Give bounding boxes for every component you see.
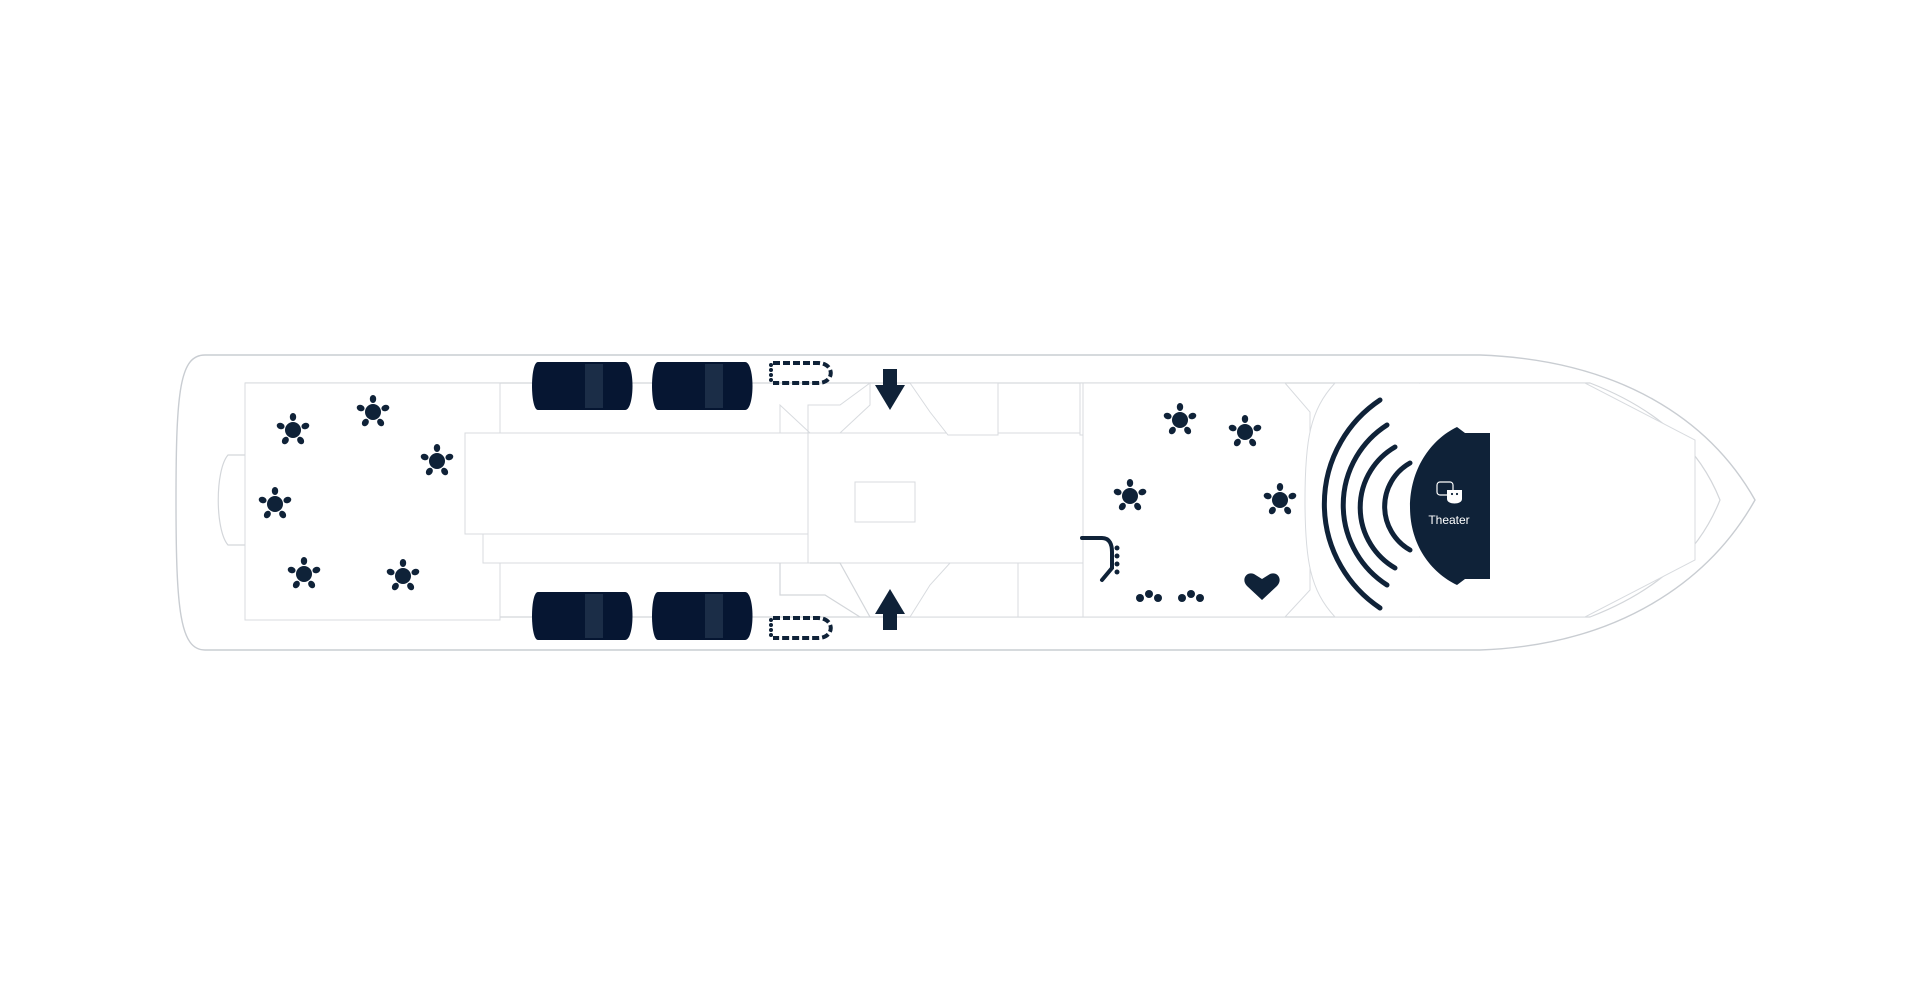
mid-lower-wall <box>779 562 871 618</box>
table-with-chairs-icon <box>287 557 321 589</box>
arrow-up-icon <box>875 589 905 630</box>
tender-boat-icon <box>769 616 833 640</box>
table-with-chairs-icon <box>1163 403 1197 435</box>
theater[interactable]: Theater <box>1410 427 1490 585</box>
theater-masks-icon <box>1436 481 1462 504</box>
forward-rooms-bottom <box>909 562 1084 618</box>
lifeboat-icon <box>652 592 753 640</box>
table-with-chairs-icon <box>276 413 310 445</box>
inner-deck-line <box>245 382 1721 618</box>
table-with-chairs-icon <box>356 395 390 427</box>
table-with-chairs-icon <box>1113 479 1147 511</box>
theater-seating <box>1321 397 1413 611</box>
sofa-seating-icon <box>1178 590 1204 602</box>
table-with-chairs-icon <box>420 444 454 476</box>
heart-icon <box>1244 573 1280 600</box>
elevator-lobby <box>854 481 916 523</box>
theater-label: Theater <box>1428 513 1469 527</box>
sofa-seating-icon <box>1136 590 1162 602</box>
theater-stage <box>1410 427 1490 585</box>
lifeboat-icon <box>652 362 753 410</box>
table-with-chairs-icon <box>1228 415 1262 447</box>
central-room <box>464 432 811 535</box>
table-with-chairs-icon <box>1263 483 1297 515</box>
table-with-chairs-icon <box>386 559 420 591</box>
stern-bumper <box>217 454 245 546</box>
table-with-chairs-icon <box>258 487 292 519</box>
lifeboat-icon <box>532 592 633 640</box>
central-corridor <box>482 533 811 564</box>
bar-counter-icon <box>1080 536 1120 582</box>
arrow-down-icon <box>875 369 905 410</box>
tender-boat-icon <box>769 361 833 385</box>
lifeboat-icon <box>532 362 633 410</box>
atrium <box>807 432 1084 564</box>
